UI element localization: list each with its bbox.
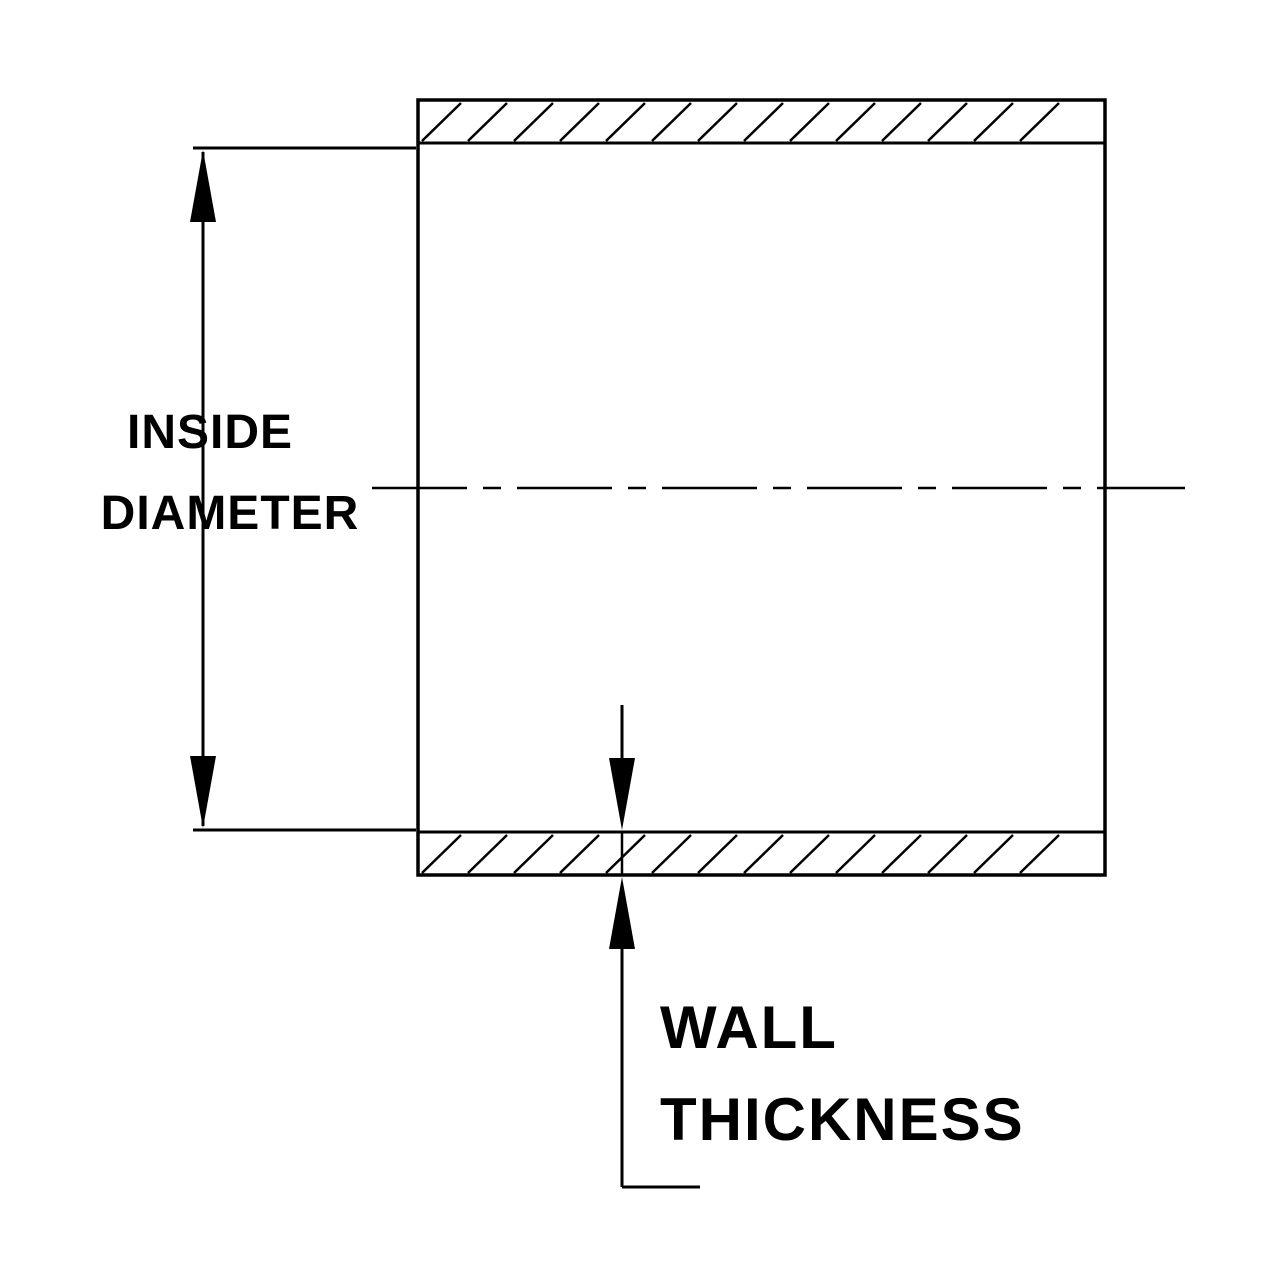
hatch-lines-bottom — [421, 834, 1060, 874]
hatch-line — [467, 102, 508, 142]
wall-thickness-dimension: WALL THICKNESS — [609, 705, 1025, 1189]
hatch-line — [927, 834, 968, 874]
arrow-up-icon — [190, 150, 216, 222]
hatch-line — [743, 102, 784, 142]
hatch-line — [605, 102, 646, 142]
hatch-lines-top — [421, 102, 1060, 142]
hatch-line — [973, 834, 1014, 874]
hatch-line — [1019, 102, 1060, 142]
hatch-line — [881, 834, 922, 874]
hatch-line — [559, 834, 600, 874]
hatch-line — [835, 102, 876, 142]
arrow-up-icon — [609, 877, 635, 949]
wall-thickness-label-line2: THICKNESS — [660, 1086, 1025, 1153]
hatch-line — [421, 834, 462, 874]
arrow-down-icon — [609, 758, 635, 830]
hatch-line — [789, 102, 830, 142]
hatch-line — [513, 102, 554, 142]
arrow-down-icon — [190, 756, 216, 828]
hatch-line — [559, 102, 600, 142]
inside-diameter-label-line1: INSIDE — [127, 406, 293, 459]
hatch-line — [835, 834, 876, 874]
hatch-line — [605, 834, 646, 874]
inside-diameter-dimension: INSIDE DIAMETER — [101, 146, 416, 832]
hatch-line — [651, 102, 692, 142]
hatch-line — [973, 102, 1014, 142]
hatch-line — [421, 102, 462, 142]
inside-diameter-label-line2: DIAMETER — [101, 487, 360, 540]
wall-thickness-label-line1: WALL — [660, 994, 838, 1061]
hatch-line — [743, 834, 784, 874]
hatch-line — [789, 834, 830, 874]
hatch-line — [927, 102, 968, 142]
hatch-line — [697, 102, 738, 142]
hatch-line — [881, 102, 922, 142]
hatch-line — [651, 834, 692, 874]
hatch-line — [513, 834, 554, 874]
hatch-line — [467, 834, 508, 874]
hatch-line — [697, 834, 738, 874]
hatch-line — [1019, 834, 1060, 874]
